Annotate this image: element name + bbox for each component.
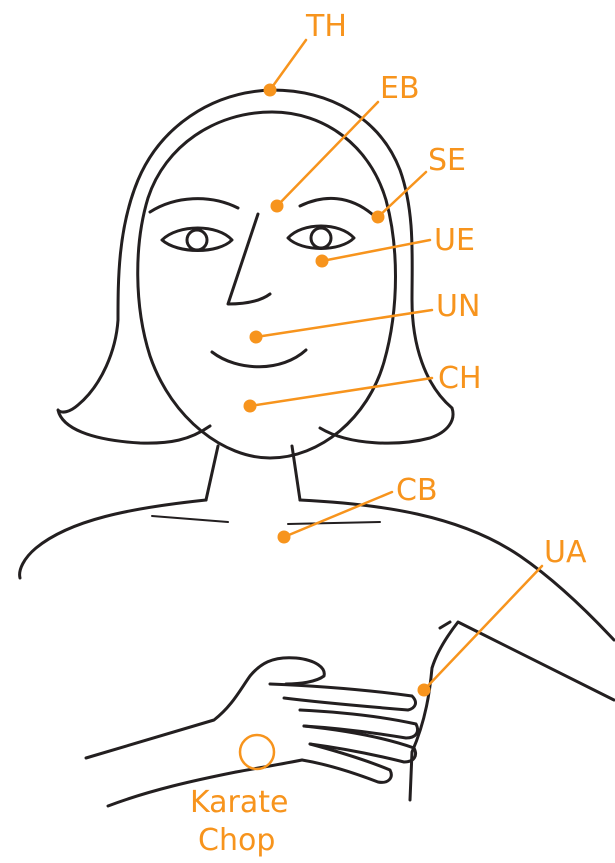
face-outline: [138, 112, 396, 458]
point-th: TH: [264, 9, 347, 97]
arm-edge: [440, 622, 450, 628]
point-dot: [278, 531, 291, 544]
point-dot: [244, 400, 257, 413]
point-label: TH: [305, 9, 347, 44]
right-eyebrow: [300, 198, 372, 214]
point-dot: [271, 200, 284, 213]
point-label: EB: [380, 71, 420, 106]
leader-line: [256, 310, 432, 337]
left-shoulder: [20, 500, 206, 578]
point-cb: CB: [278, 473, 438, 544]
collarbone-left: [152, 516, 228, 522]
leader-line: [322, 240, 430, 261]
leader-line: [270, 40, 306, 90]
figure-outline: [20, 90, 614, 806]
nose: [228, 214, 270, 304]
point-un: UN: [250, 289, 481, 344]
point-se: SE: [372, 143, 467, 224]
point-label: UN: [436, 289, 480, 324]
mouth: [212, 350, 306, 367]
upper-arm-outer: [410, 622, 614, 800]
karate-chop-label-line2: Chop: [198, 823, 275, 858]
left-eyebrow: [150, 199, 238, 212]
point-label: SE: [428, 143, 466, 178]
point-dot: [250, 331, 263, 344]
point-karate-chop: Karate Chop: [190, 735, 288, 858]
point-label: UE: [434, 223, 475, 258]
finger-1: [270, 684, 415, 710]
left-eye-iris: [187, 230, 207, 250]
hair-outline-right: [272, 90, 453, 443]
leader-line: [250, 378, 432, 406]
collarbone-right: [288, 522, 380, 524]
point-label: CH: [438, 361, 482, 396]
point-dot: [264, 84, 277, 97]
karate-chop-ring: [240, 735, 274, 769]
karate-chop-label-line1: Karate: [190, 785, 288, 820]
right-shoulder: [300, 500, 614, 640]
neck-left: [206, 446, 218, 500]
hand-outline: [86, 658, 324, 758]
right-eye-iris: [311, 228, 331, 248]
point-label: UA: [544, 535, 587, 570]
point-dot: [372, 211, 385, 224]
point-label: CB: [396, 473, 438, 508]
point-dot: [316, 255, 329, 268]
point-dot: [418, 684, 431, 697]
